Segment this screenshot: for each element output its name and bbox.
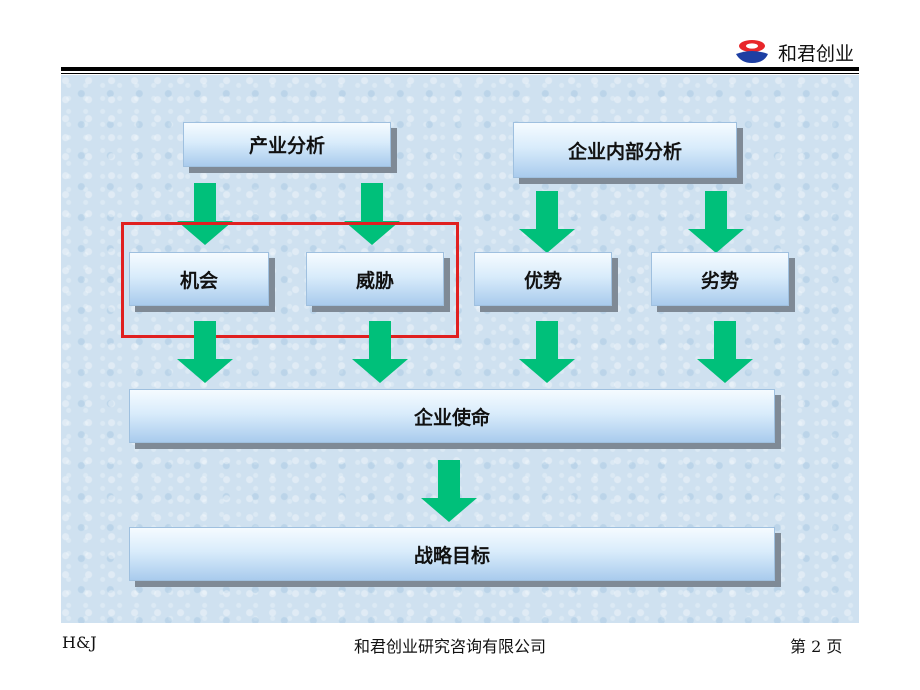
arrow-internal-to-weakness [688, 191, 744, 253]
diagram-panel: 产业分析 企业内部分析 机会 威胁 优势 劣势 企业使命 [61, 75, 859, 623]
node-weakness: 劣势 [651, 252, 789, 306]
node-industry-analysis-label: 产业分析 [248, 135, 325, 157]
node-threat: 威胁 [306, 252, 444, 306]
node-strategic-goal: 战略目标 [129, 527, 775, 581]
arrow-strength-to-mission [519, 321, 575, 383]
node-weakness-label: 劣势 [700, 269, 739, 292]
node-strength: 优势 [474, 252, 612, 306]
header-rule-thin [61, 73, 859, 74]
footer-page-number: 第 2 页 [790, 637, 843, 656]
node-internal-analysis: 企业内部分析 [513, 122, 737, 178]
arrow-industry-to-opportunity [177, 183, 233, 245]
logo-mark-icon [736, 40, 768, 63]
node-threat-label: 威胁 [355, 269, 394, 292]
node-opportunity: 机会 [129, 252, 269, 306]
node-strategic-goal-label: 战略目标 [413, 544, 490, 567]
arrow-mission-to-goal [421, 460, 477, 522]
footer-company: 和君创业研究咨询有限公司 [354, 637, 547, 656]
node-internal-analysis-label: 企业内部分析 [567, 140, 682, 163]
arrow-weakness-to-mission [697, 321, 753, 383]
node-strength-label: 优势 [523, 269, 562, 292]
footer-left: H&J [62, 633, 97, 652]
node-opportunity-label: 机会 [179, 269, 218, 292]
arrow-threat-to-mission [352, 321, 408, 383]
opportunity-threat-highlight [121, 222, 459, 338]
arrow-internal-to-strength [519, 191, 575, 253]
arrow-industry-to-threat [344, 183, 400, 245]
arrow-opportunity-to-mission [177, 321, 233, 383]
header-rule-thick [61, 67, 859, 71]
company-logo: 和君创业 [734, 36, 864, 66]
node-industry-analysis: 产业分析 [183, 122, 391, 167]
node-mission: 企业使命 [129, 389, 775, 443]
brand-name: 和君创业 [778, 43, 855, 65]
node-mission-label: 企业使命 [413, 406, 490, 429]
